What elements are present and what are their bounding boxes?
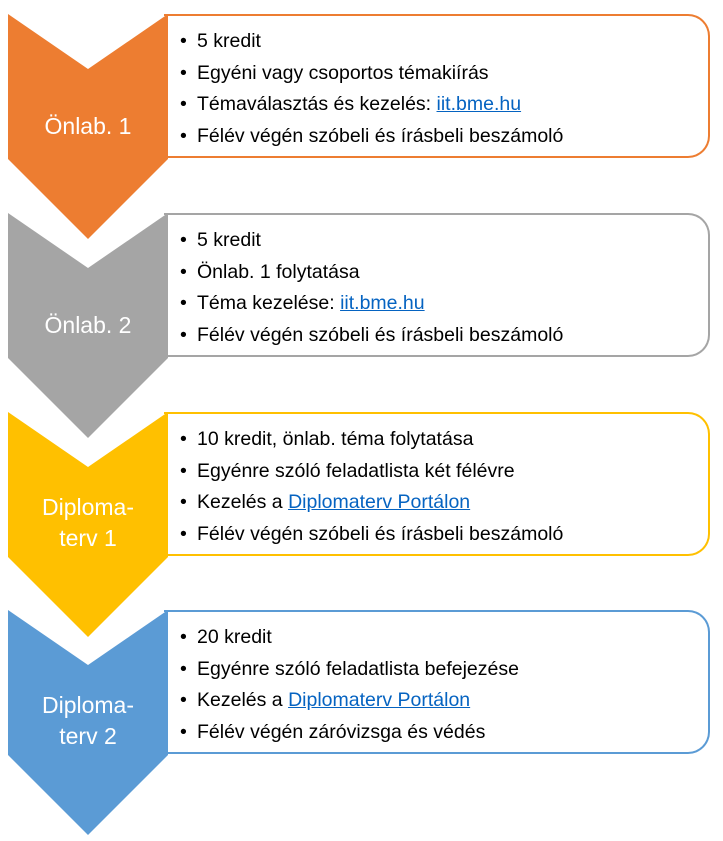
list-item: •Témaválasztás és kezelés: iit.bme.hu <box>180 93 522 115</box>
list-item: •20 kredit <box>180 626 272 648</box>
step-panel <box>164 213 710 357</box>
list-item: •Egyénre szóló feladatlista két félévre <box>180 459 515 482</box>
step-onlab-2: Önlab. 2 •5 kredit •Önlab. 1 folytatása … <box>0 213 723 443</box>
list-item: •Félév végén szóbeli és írásbeli beszámo… <box>180 522 564 545</box>
step-panel <box>164 610 710 754</box>
chevron-arrow-icon <box>8 610 168 835</box>
step-bullet-list: •5 kredit •Egyéni vagy csoportos témakií… <box>180 26 563 152</box>
diplomaterv-portal-link[interactable]: Diplomaterv Portálon <box>288 491 471 513</box>
step-label: Önlab. 2 <box>44 312 132 338</box>
list-item: •Félév végén záróvizsga és védés <box>180 720 486 743</box>
list-item: •Egyénre szóló feladatlista befejezése <box>180 657 519 680</box>
list-item: •Téma kezelése: iit.bme.hu <box>180 292 425 314</box>
iit-bme-link[interactable]: iit.bme.hu <box>340 292 425 314</box>
step-bullet-list: •10 kredit, önlab. téma folytatása •Egyé… <box>180 424 563 550</box>
list-item: •Félév végén szóbeli és írásbeli beszámo… <box>180 323 564 346</box>
step-diplomaterv-2: Diploma- terv 2 •20 kredit •Egyénre szól… <box>0 610 723 840</box>
chevron-arrow-icon <box>8 213 168 438</box>
step-label: Diploma- terv 1 <box>41 494 135 551</box>
step-label: Diploma- terv 2 <box>41 692 135 749</box>
list-item: •5 kredit <box>180 30 261 52</box>
step-diplomaterv-1: Diploma- terv 1 •10 kredit, önlab. téma … <box>0 412 723 642</box>
iit-bme-link[interactable]: iit.bme.hu <box>436 93 522 115</box>
step-bullet-list: •5 kredit •Önlab. 1 folytatása •Téma kez… <box>180 225 563 351</box>
list-item: •10 kredit, önlab. téma folytatása <box>180 428 474 450</box>
list-item: •Kezelés a Diplomaterv Portálon <box>180 689 471 711</box>
list-item: •Félév végén szóbeli és írásbeli beszámo… <box>180 124 564 147</box>
chevron-arrow-icon <box>8 412 168 637</box>
step-panel <box>164 14 710 158</box>
diplomaterv-portal-link[interactable]: Diplomaterv Portálon <box>288 689 471 711</box>
step-panel <box>164 412 710 556</box>
list-item: •5 kredit <box>180 229 261 251</box>
step-label: Önlab. 1 <box>44 113 132 139</box>
step-onlab-1: Önlab. 1 •5 kredit •Egyéni vagy csoporto… <box>0 14 723 244</box>
list-item: •Önlab. 1 folytatása <box>180 260 360 283</box>
chevron-arrow-icon <box>8 14 168 239</box>
list-item: •Kezelés a Diplomaterv Portálon <box>180 491 471 513</box>
list-item: •Egyéni vagy csoportos témakiírás <box>180 61 489 84</box>
step-bullet-list: •20 kredit •Egyénre szóló feladatlista b… <box>180 622 519 748</box>
